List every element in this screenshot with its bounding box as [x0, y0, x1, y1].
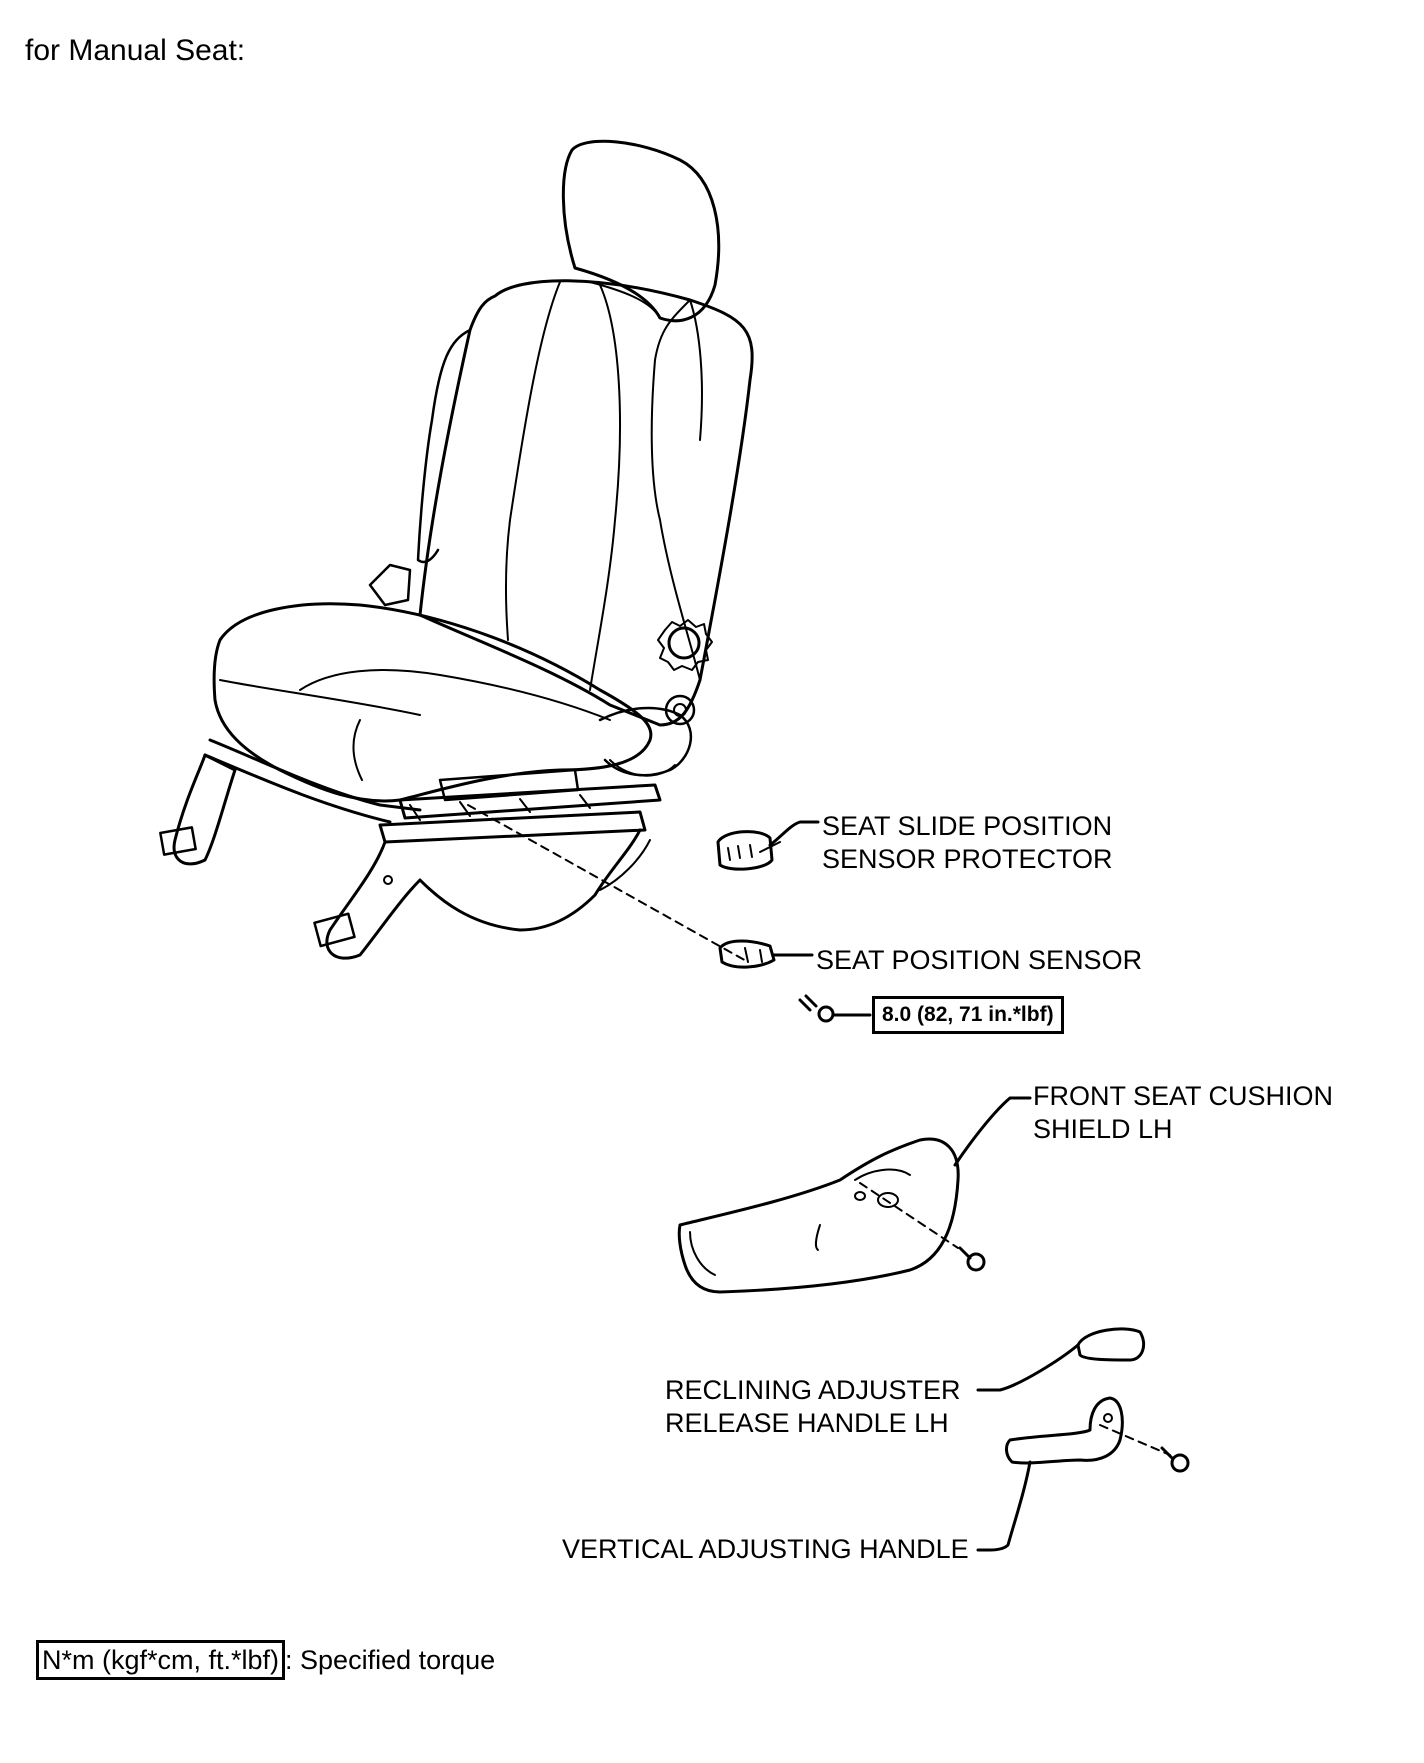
page-title: for Manual Seat: — [25, 34, 246, 67]
vertical-handle-leader — [976, 1460, 1032, 1552]
torque-legend: N*m (kgf*cm, ft.*lbf): Specified torque — [36, 1640, 495, 1680]
headrest — [561, 139, 721, 323]
seat-cushion — [212, 602, 653, 803]
seat-position-sensor-part — [718, 939, 776, 969]
exploded-lines — [467, 804, 1171, 1456]
recline-knob — [667, 626, 701, 660]
sensor-protector-part — [716, 830, 781, 871]
legend-unit-box: N*m (kgf*cm, ft.*lbf) — [36, 1640, 286, 1680]
torque-spec-box: 8.0 (82, 71 in.*lbf) — [872, 996, 1064, 1034]
label-seat-slide-position-sensor-protector: SEAT SLIDE POSITION SENSOR PROTECTOR — [822, 811, 1113, 874]
shield-leader — [953, 1096, 1032, 1167]
label-front-seat-cushion-shield: FRONT SEAT CUSHION SHIELD LH — [1033, 1081, 1334, 1144]
label-seat-position-sensor: SEAT POSITION SENSOR — [816, 945, 1143, 975]
seat-assembly — [159, 139, 754, 960]
release-handle-leader — [976, 1343, 1080, 1392]
front-leg — [172, 753, 237, 866]
shield-bolt — [958, 1246, 986, 1272]
protector-leader — [768, 820, 820, 847]
rear-leg — [325, 828, 642, 960]
seat-frame — [208, 738, 422, 812]
legend-description: : Specified torque — [285, 1645, 496, 1675]
cushion-shield-part — [677, 1137, 960, 1294]
label-reclining-adjuster-release-handle: RECLINING ADJUSTER RELEASE HANDLE LH — [665, 1375, 961, 1438]
sensor-bolt — [798, 994, 835, 1023]
seat-back — [418, 279, 754, 727]
release-handle-part — [1076, 1327, 1146, 1362]
label-vertical-adjusting-handle: VERTICAL ADJUSTING HANDLE — [562, 1534, 969, 1564]
vertical-handle-bolt — [1160, 1446, 1190, 1473]
vertical-handle-part — [1005, 1396, 1124, 1465]
